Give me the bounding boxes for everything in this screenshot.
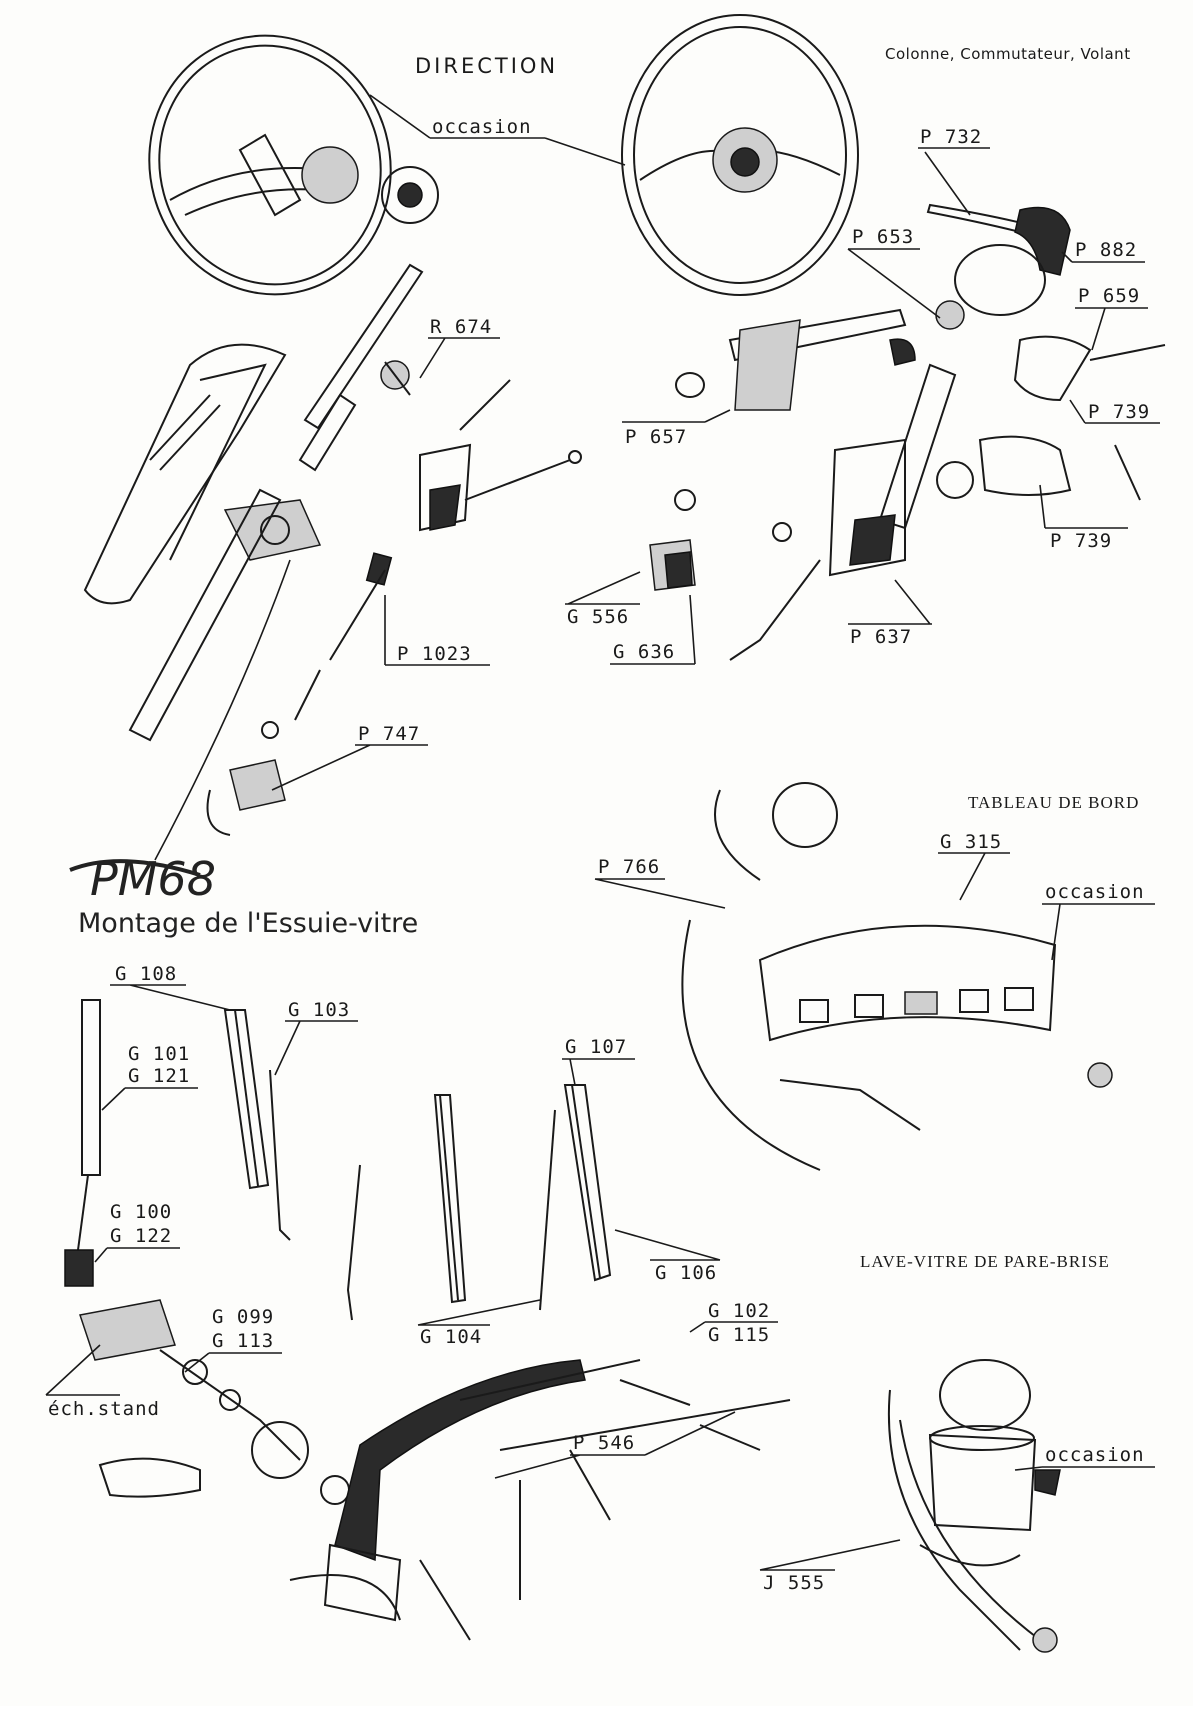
label-p739a: P 739 <box>1088 401 1150 423</box>
column-tube-right <box>729 363 957 661</box>
label-g102: G 102 <box>708 1300 770 1322</box>
wiper-rod-g101 <box>64 999 101 1287</box>
wiper-linkage-bracket <box>289 1359 791 1641</box>
dashboard-assembly <box>681 782 1113 1171</box>
label-occasion-wheel: occasion <box>432 116 532 138</box>
label-ech-stand: éch.stand <box>48 1398 160 1420</box>
label-occasion-washer: occasion <box>1045 1444 1145 1466</box>
label-p653: P 653 <box>852 226 914 248</box>
label-p732: P 732 <box>920 126 982 148</box>
label-j555: J 555 <box>763 1572 825 1594</box>
steering-wheel-left <box>148 34 439 296</box>
label-g115: G 115 <box>708 1324 770 1346</box>
steering-wheel-right <box>621 14 859 296</box>
label-g121: G 121 <box>128 1065 190 1087</box>
column-switch-assembly <box>419 379 582 532</box>
part-p1023 <box>294 552 393 721</box>
label-p1023: P 1023 <box>397 643 472 665</box>
part-p659 <box>1013 335 1166 402</box>
section-washer: LAVE-VITRE DE PARE-BRISE <box>860 1252 1110 1271</box>
part-p747 <box>206 721 286 836</box>
label-g108: G 108 <box>115 963 177 985</box>
label-g101: G 101 <box>128 1043 190 1065</box>
label-g099: G 099 <box>212 1306 274 1328</box>
label-occasion-dash: occasion <box>1045 881 1145 903</box>
section-dashboard: TABLEAU DE BORD <box>968 793 1139 812</box>
label-p637: P 637 <box>850 626 912 648</box>
wiper-blade-center <box>346 1094 467 1321</box>
part-p732 <box>926 203 1071 276</box>
steering-shaft <box>128 263 424 742</box>
part-p657 <box>675 308 916 411</box>
label-g113: G 113 <box>212 1330 274 1352</box>
label-g107: G 107 <box>565 1036 627 1058</box>
part-r674 <box>380 360 411 396</box>
page-title: DIRECTION <box>415 54 558 78</box>
wiper-blade-g108 <box>223 1009 291 1241</box>
label-p766: P 766 <box>598 856 660 878</box>
label-g315: G 315 <box>940 831 1002 853</box>
label-g104: G 104 <box>420 1326 482 1348</box>
label-p747: P 747 <box>358 723 420 745</box>
label-g100: G 100 <box>110 1201 172 1223</box>
page-subtitle: Colonne, Commutateur, Volant <box>885 45 1131 63</box>
scribble-mark <box>69 859 201 877</box>
label-p659: P 659 <box>1078 285 1140 307</box>
handwritten-caption: Montage de l'Essuie-vitre <box>78 908 418 939</box>
part-g556 <box>649 489 792 591</box>
label-g122: G 122 <box>110 1225 172 1247</box>
label-p657: P 657 <box>625 426 687 448</box>
wiper-motor-assembly <box>79 1299 350 1505</box>
wiper-blade-g107 <box>539 1084 612 1311</box>
steering-column-housing <box>83 343 322 605</box>
label-r674: R 674 <box>430 316 492 338</box>
part-p739b <box>936 435 1141 501</box>
label-g106: G 106 <box>655 1262 717 1284</box>
label-p739b: P 739 <box>1050 530 1112 552</box>
label-g636: G 636 <box>613 641 675 663</box>
part-p653 <box>935 244 1046 330</box>
label-g103: G 103 <box>288 999 350 1021</box>
washer-reservoir <box>887 1359 1061 1653</box>
label-p882: P 882 <box>1075 239 1137 261</box>
label-g556: G 556 <box>567 606 629 628</box>
label-p546: P 546 <box>573 1432 635 1454</box>
